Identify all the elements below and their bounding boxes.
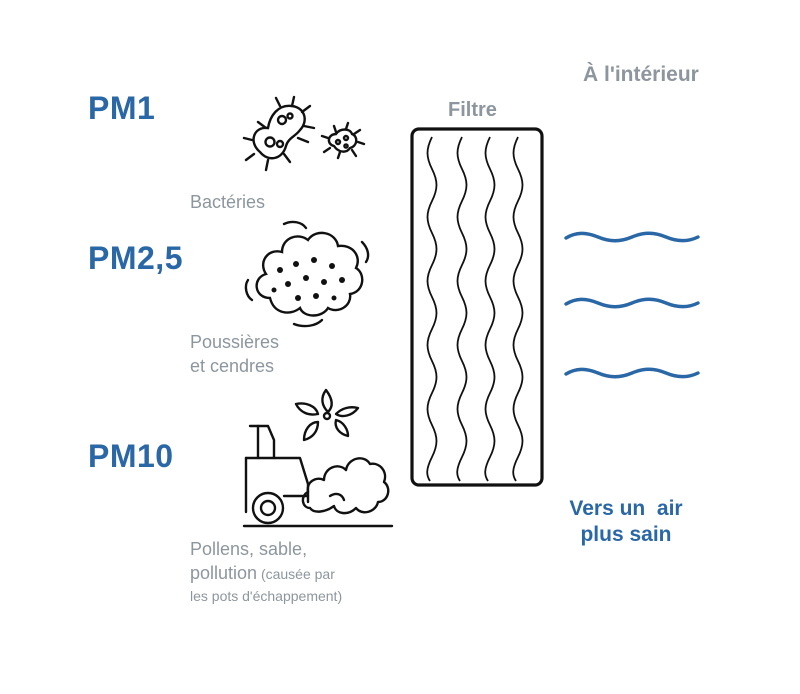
- pm25-description-line2: et cendres: [190, 356, 275, 376]
- pm25-description-line1: Poussières: [190, 332, 280, 352]
- filter-panel: [410, 127, 544, 487]
- pm10-description: Pollens, sable, pollution (causée par le…: [190, 537, 342, 606]
- air-wave-3: [564, 367, 700, 379]
- pm1-description: Bactéries: [190, 192, 266, 212]
- pollen-exhaust-icon: [242, 388, 394, 528]
- interior-title: À l'intérieur: [583, 63, 699, 86]
- pm10-note-part2: les pots d'échappement): [190, 588, 343, 604]
- dust-cloud-icon: [244, 220, 370, 328]
- healthy-air-line2: plus sain: [580, 523, 672, 546]
- filter-fibers: [426, 136, 524, 482]
- clean-air-waves: [564, 231, 700, 379]
- pm25-description: Poussières et cendres: [190, 330, 279, 378]
- filter-title: Filtre: [448, 99, 497, 121]
- pm25-label: PM2,5: [88, 240, 183, 276]
- pm10-description-line2: pollution (causée par: [190, 561, 342, 586]
- healthy-air-line1: Vers un air: [569, 497, 683, 520]
- bacteria-icon: [242, 95, 366, 172]
- air-wave-1: [564, 231, 700, 243]
- pm10-pollution-word: pollution: [190, 563, 258, 583]
- pm10-note-part1: (causée par: [257, 566, 335, 582]
- pm10-label: PM10: [88, 438, 174, 474]
- pm1-label: PM1: [88, 90, 156, 126]
- air-wave-2: [564, 297, 700, 309]
- pm10-description-line1: Pollens, sable,: [190, 539, 308, 559]
- healthy-air-caption: Vers un air plus sain: [556, 496, 696, 548]
- filter-frame: [410, 127, 544, 487]
